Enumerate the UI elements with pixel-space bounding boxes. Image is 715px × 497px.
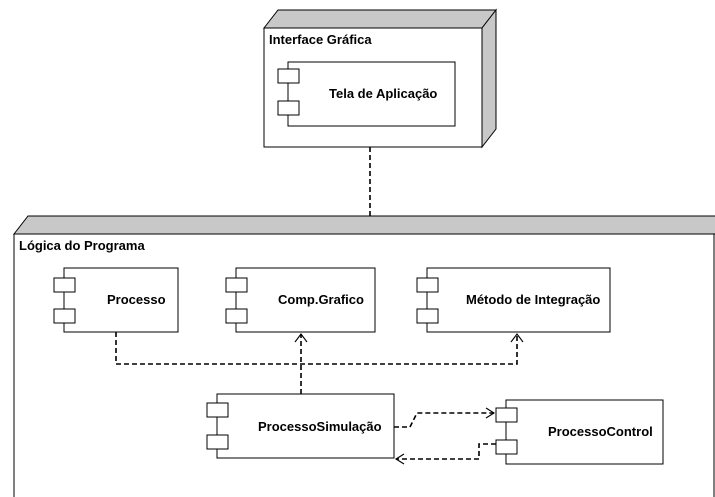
component-label: Tela de Aplicação <box>329 86 437 101</box>
component-metodo-de-integracao[interactable]: Método de Integração <box>416 267 611 333</box>
component-body <box>63 267 179 333</box>
arrow-head-metodo <box>510 333 524 343</box>
component-port-bottom <box>416 308 439 324</box>
node-title: Interface Gráfica <box>269 32 372 47</box>
component-port-top <box>277 68 300 84</box>
component-port-bottom <box>206 434 229 450</box>
component-port-bottom <box>225 308 248 324</box>
component-body <box>505 399 664 465</box>
component-port-top <box>495 407 518 423</box>
component-comp-grafico[interactable]: Comp.Grafico <box>225 267 376 333</box>
component-tela-de-aplicacao[interactable]: Tela de Aplicação <box>277 61 456 127</box>
arrow-head-control <box>485 407 496 419</box>
node-top-face <box>262 9 498 29</box>
component-port-bottom <box>495 439 518 455</box>
component-port-top <box>53 277 76 293</box>
node-side-face <box>481 8 497 149</box>
component-body <box>287 61 456 127</box>
component-label: ProcessoControl <box>548 424 653 439</box>
node-title: Lógica do Programa <box>19 238 145 253</box>
component-processo[interactable]: Processo <box>53 267 179 333</box>
dependencies <box>115 332 524 465</box>
component-label: ProcessoSimulação <box>258 419 382 434</box>
component-port-top <box>416 277 439 293</box>
component-processo-control[interactable]: ProcessoControl <box>495 399 664 465</box>
component-port-top <box>206 402 229 418</box>
component-port-top <box>225 277 248 293</box>
dependency-processo-metodo <box>115 332 518 365</box>
component-body <box>216 393 395 459</box>
arrow-head-simulacao <box>394 453 405 465</box>
component-body <box>235 267 376 333</box>
component-processo-simulacao[interactable]: ProcessoSimulação <box>206 393 395 459</box>
dependency-simulacao-control <box>394 412 494 428</box>
arrow-head-grafico <box>294 333 308 343</box>
component-label: Método de Integração <box>466 292 600 307</box>
component-body <box>426 267 611 333</box>
component-port-bottom <box>53 308 76 324</box>
dependency-control-simulacao <box>396 443 496 460</box>
component-label: Comp.Grafico <box>278 292 364 307</box>
component-port-bottom <box>277 100 300 116</box>
component-label: Processo <box>107 292 166 307</box>
node-top-face <box>12 215 715 235</box>
